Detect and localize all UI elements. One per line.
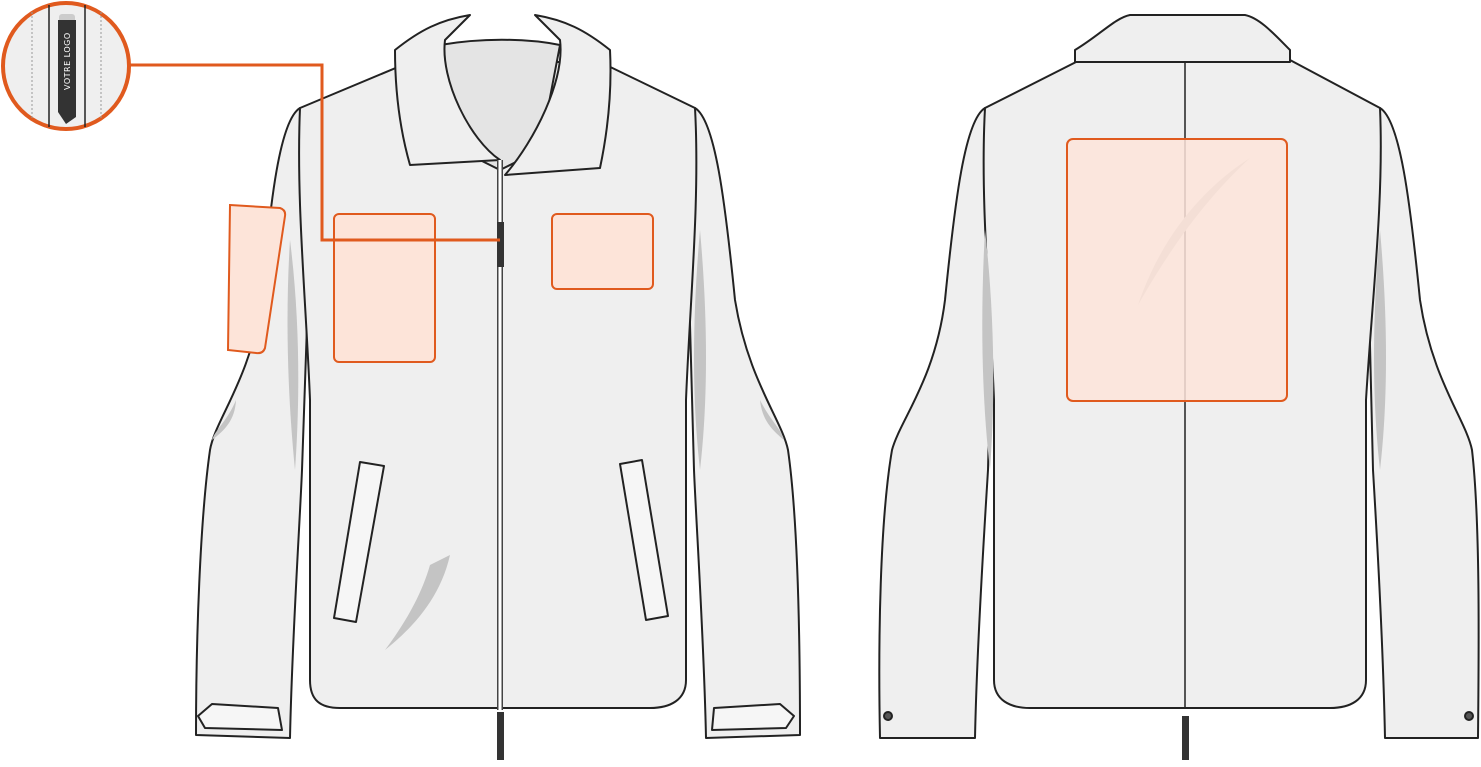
fabric-shading [212, 158, 1386, 650]
left-cuff-button [883, 711, 893, 721]
zone-left-chest [333, 213, 436, 363]
left-pocket-welt [333, 461, 385, 623]
back-hanger-loop [1182, 716, 1189, 760]
back-left-sleeve [878, 107, 996, 739]
back-right-sleeve [1365, 107, 1480, 739]
zone-left-sleeve [226, 203, 287, 355]
callout-logo-text: VOTRE LOGO [63, 32, 72, 90]
back-collar [1074, 14, 1291, 63]
zipper-pull [497, 222, 504, 267]
zipper-tail [497, 712, 504, 760]
logo-placement-zones [226, 138, 1288, 402]
front-right-sleeve [685, 107, 801, 739]
right-pocket-welt [619, 459, 669, 621]
front-jacket [195, 14, 801, 760]
zipper-pull-callout: VOTRE LOGO [1, 1, 131, 131]
zone-right-chest [551, 213, 654, 290]
callout-leader-line [130, 63, 500, 242]
left-cuff-tab [197, 703, 283, 731]
right-cuff-tab [711, 703, 795, 731]
right-cuff-button [1464, 711, 1474, 721]
zone-back [1066, 138, 1288, 402]
front-collar-right [504, 14, 612, 176]
front-collar-left [394, 14, 501, 166]
